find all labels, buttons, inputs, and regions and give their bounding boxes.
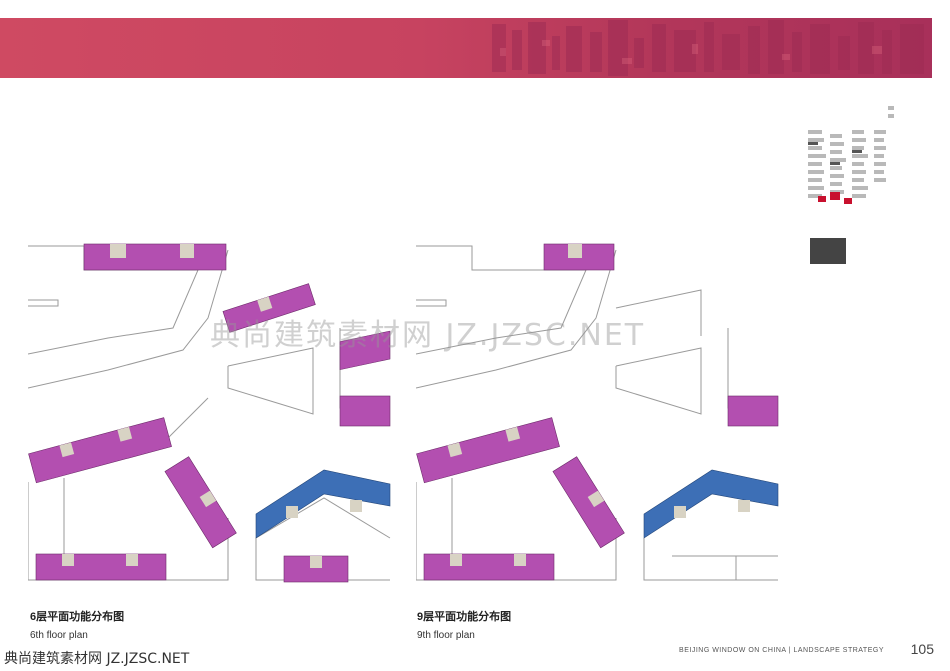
footer-project: BEIJING WINDOW ON CHINA — [679, 647, 787, 654]
site-key-map — [808, 106, 894, 264]
blue-wing — [643, 469, 779, 539]
footer-caption: BEIJING WINDOW ON CHINA | LANDSCAPE STRA… — [679, 647, 884, 654]
watermark: 典尚建筑素材网 JZ.JZSC.NET — [210, 318, 646, 353]
plan-6-title-en: 6th floor plan — [30, 630, 88, 641]
purple-wing-bottom — [35, 553, 349, 583]
purple-wing-top — [543, 243, 615, 271]
plan-6-title-cn: 6层平面功能分布图 — [30, 611, 125, 623]
purple-wing-diagonal — [164, 456, 237, 549]
page-number: 105 — [910, 641, 934, 657]
purple-wing-right — [339, 238, 391, 427]
purple-wing-bottom — [423, 553, 555, 581]
header-banner — [0, 18, 932, 78]
plan-9-title-cn: 9层平面功能分布图 — [417, 611, 512, 623]
floor-plan-9 — [416, 238, 779, 581]
purple-wing-diagonal — [552, 456, 625, 549]
purple-wing-left — [28, 417, 172, 484]
floor-plan-6 — [28, 238, 391, 583]
banner-texture — [492, 20, 924, 76]
purple-wing-right — [727, 238, 779, 427]
footer-section: LANDSCAPE STRATEGY — [793, 647, 884, 654]
plan-9-title-en: 9th floor plan — [417, 630, 475, 641]
watermark-footer: 典尚建筑素材网 JZ.JZSC.NET — [4, 651, 190, 667]
blue-wing — [255, 469, 391, 539]
footer-separator: | — [788, 647, 791, 654]
purple-wing-top — [83, 243, 227, 271]
purple-wing-mid — [222, 283, 316, 333]
purple-wing-left — [416, 417, 560, 484]
